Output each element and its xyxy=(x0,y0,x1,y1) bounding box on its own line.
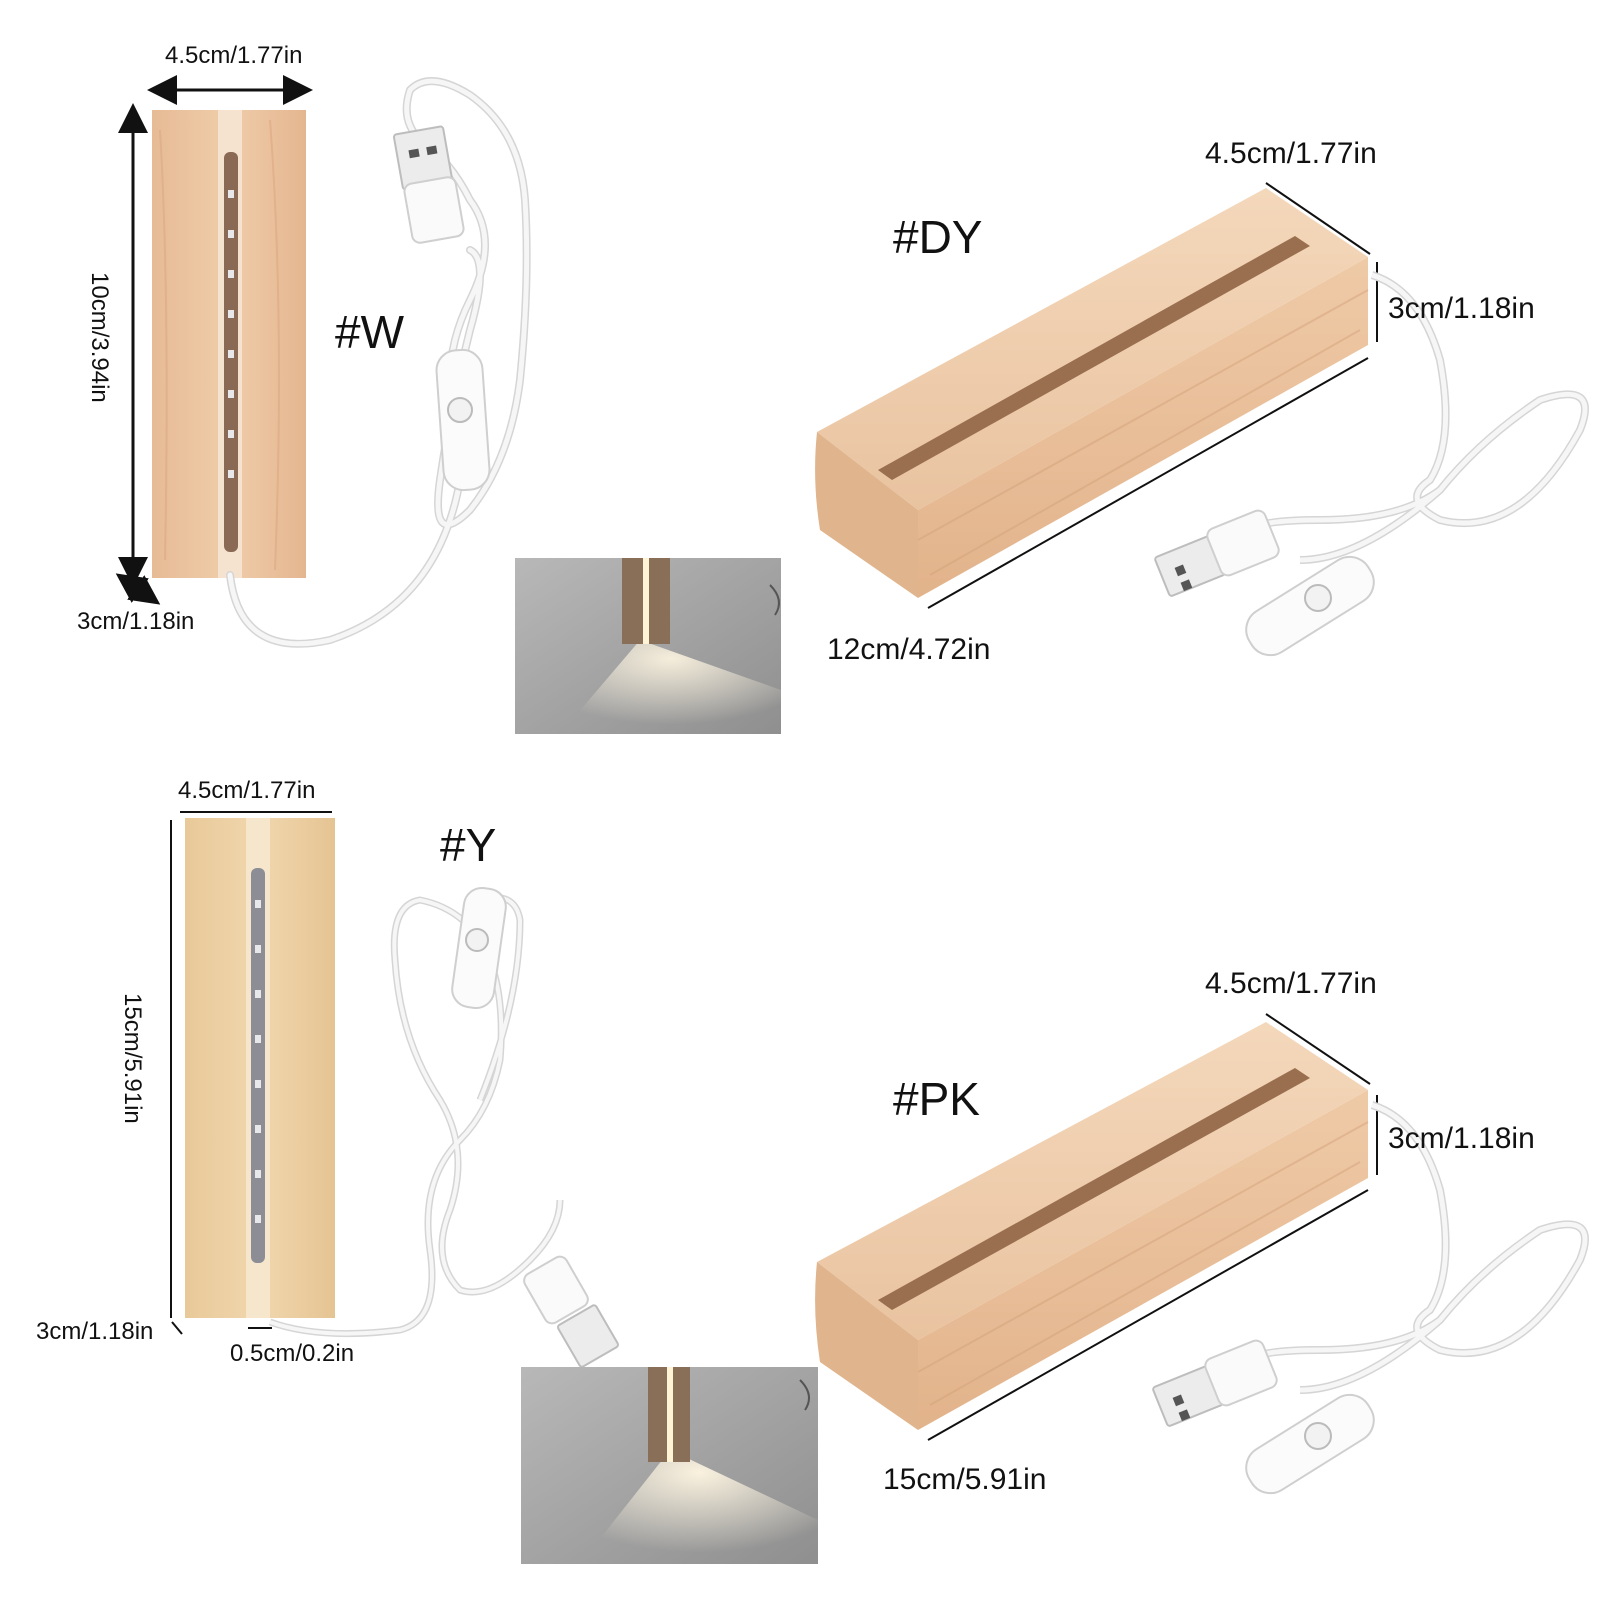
y-inline-switch-icon xyxy=(451,886,507,1010)
y-width-label: 4.5cm/1.77in xyxy=(178,777,316,804)
w-height-label: 10cm/3.94in xyxy=(86,272,113,403)
pk-variant-code: #PK xyxy=(893,1073,980,1125)
y-lit-photo xyxy=(521,1367,818,1564)
y-wood-base xyxy=(185,818,335,1318)
w-wood-base xyxy=(152,110,306,578)
w-variant-code: #W xyxy=(335,306,404,358)
w-usb-plug-icon xyxy=(392,125,465,244)
y-height-label: 15cm/5.91in xyxy=(119,993,146,1124)
dy-wood-base xyxy=(815,188,1369,598)
w-usb-cable xyxy=(226,77,531,648)
dy-variant-code: #DY xyxy=(893,211,983,263)
pk-width-dimension-line xyxy=(1265,1013,1371,1085)
pk-usb-cable xyxy=(1247,1101,1589,1394)
y-variant-code: #Y xyxy=(440,819,497,871)
dy-width-dimension-line xyxy=(1265,182,1371,255)
pk-height-label: 3cm/1.18in xyxy=(1388,1122,1535,1155)
dy-inline-switch-icon xyxy=(1245,555,1375,657)
dy-length-label: 12cm/4.72in xyxy=(827,633,991,666)
y-depth-label: 3cm/1.18in xyxy=(36,1318,154,1345)
pk-inline-switch-icon xyxy=(1245,1393,1375,1495)
dy-usb-plug-icon xyxy=(1154,509,1280,597)
y-slot-label: 0.5cm/0.2in xyxy=(230,1340,355,1367)
y-usb-plug-icon xyxy=(523,1255,619,1368)
dy-length-dimension-line xyxy=(927,357,1369,609)
dy-width-label: 4.5cm/1.77in xyxy=(1205,137,1377,170)
dy-height-label: 3cm/1.18in xyxy=(1388,292,1535,325)
w-depth-dimension-line xyxy=(115,573,161,605)
pk-wood-base xyxy=(815,1022,1369,1430)
w-depth-label: 3cm/1.18in xyxy=(77,608,195,635)
pk-length-label: 15cm/5.91in xyxy=(883,1463,1047,1496)
w-lit-photo xyxy=(515,558,781,734)
w-inline-switch-icon xyxy=(435,348,491,492)
pk-width-label: 4.5cm/1.77in xyxy=(1205,967,1377,1000)
pk-length-dimension-line xyxy=(927,1189,1369,1441)
w-width-label: 4.5cm/1.77in xyxy=(165,42,303,69)
dy-usb-cable xyxy=(1247,271,1589,564)
pk-usb-plug-icon xyxy=(1152,1339,1278,1427)
y-depth-dimension-line xyxy=(171,1321,183,1335)
